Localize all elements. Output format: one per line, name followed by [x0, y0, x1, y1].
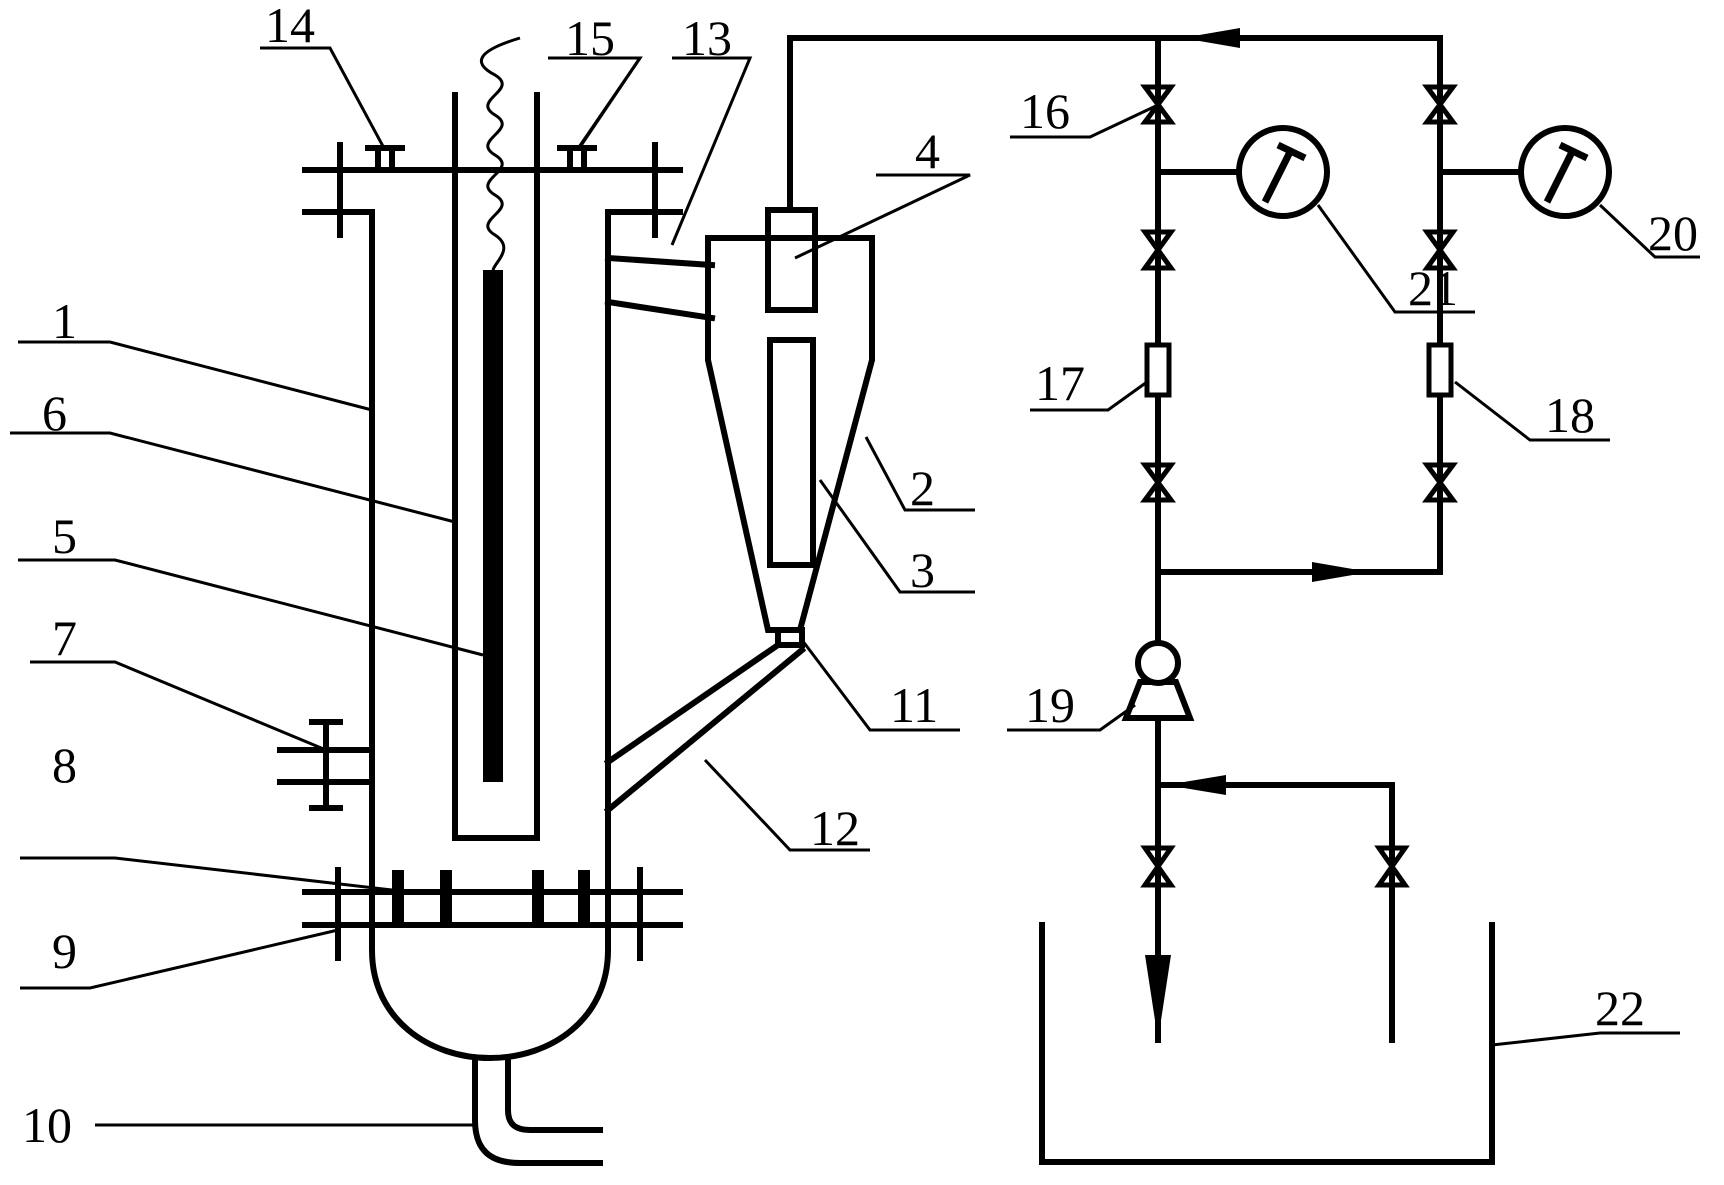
label-10: 10 [22, 1097, 72, 1153]
valve-icon [1140, 462, 1176, 503]
label-15: 15 [565, 10, 615, 66]
flowmeter-18 [1426, 342, 1454, 398]
label-4: 4 [915, 123, 940, 179]
distributor-nozzles [392, 870, 590, 925]
heater-wire [479, 36, 521, 271]
outlet-pipe [472, 1055, 603, 1166]
top-port-left [365, 145, 405, 173]
valve-icon [1140, 845, 1176, 888]
label-1: 1 [52, 293, 77, 349]
inner-element [767, 337, 816, 568]
label-19: 19 [1025, 677, 1075, 733]
valve-icon [1422, 229, 1458, 271]
valve-icon [1140, 229, 1176, 271]
heating-rod [483, 270, 503, 782]
return-leg [603, 640, 807, 815]
valve-icon [1422, 84, 1458, 125]
leader-lines [10, 46, 1700, 1127]
side-port [277, 719, 375, 811]
top-port-right [557, 145, 597, 173]
label-16: 16 [1020, 83, 1070, 139]
label-5: 5 [52, 508, 77, 564]
valves [1140, 84, 1458, 888]
gas-outlet [765, 207, 818, 313]
label-9: 9 [52, 923, 77, 979]
label-13: 13 [682, 10, 732, 66]
label-22: 22 [1595, 980, 1645, 1036]
label-18: 18 [1545, 387, 1595, 443]
label-2: 2 [910, 460, 935, 516]
label-8: 8 [52, 737, 77, 793]
water-tank [1039, 922, 1495, 1165]
label-21: 21 [1408, 260, 1458, 316]
connecting-pipe [604, 254, 716, 322]
label-12: 12 [810, 800, 860, 856]
label-17: 17 [1035, 355, 1085, 411]
pump-icon [1121, 640, 1195, 721]
pressure-gauge-21 [1236, 125, 1330, 219]
valve-icon [1374, 845, 1410, 888]
inner-tube [452, 92, 540, 841]
valve-icon [1422, 462, 1458, 503]
label-11: 11 [890, 677, 938, 733]
cyclone-separator [705, 207, 875, 648]
label-20: 20 [1648, 205, 1698, 261]
label-7: 7 [52, 610, 77, 666]
cyclone-outlet [775, 627, 805, 648]
pressure-gauge-20 [1518, 125, 1612, 219]
reactor-vessel [277, 142, 683, 1166]
label-3: 3 [910, 542, 935, 598]
flowmeter-17 [1144, 342, 1172, 398]
piping [787, 28, 1523, 1043]
valve-16-icon [1140, 84, 1176, 125]
label-6: 6 [42, 385, 67, 441]
label-14: 14 [265, 0, 315, 53]
